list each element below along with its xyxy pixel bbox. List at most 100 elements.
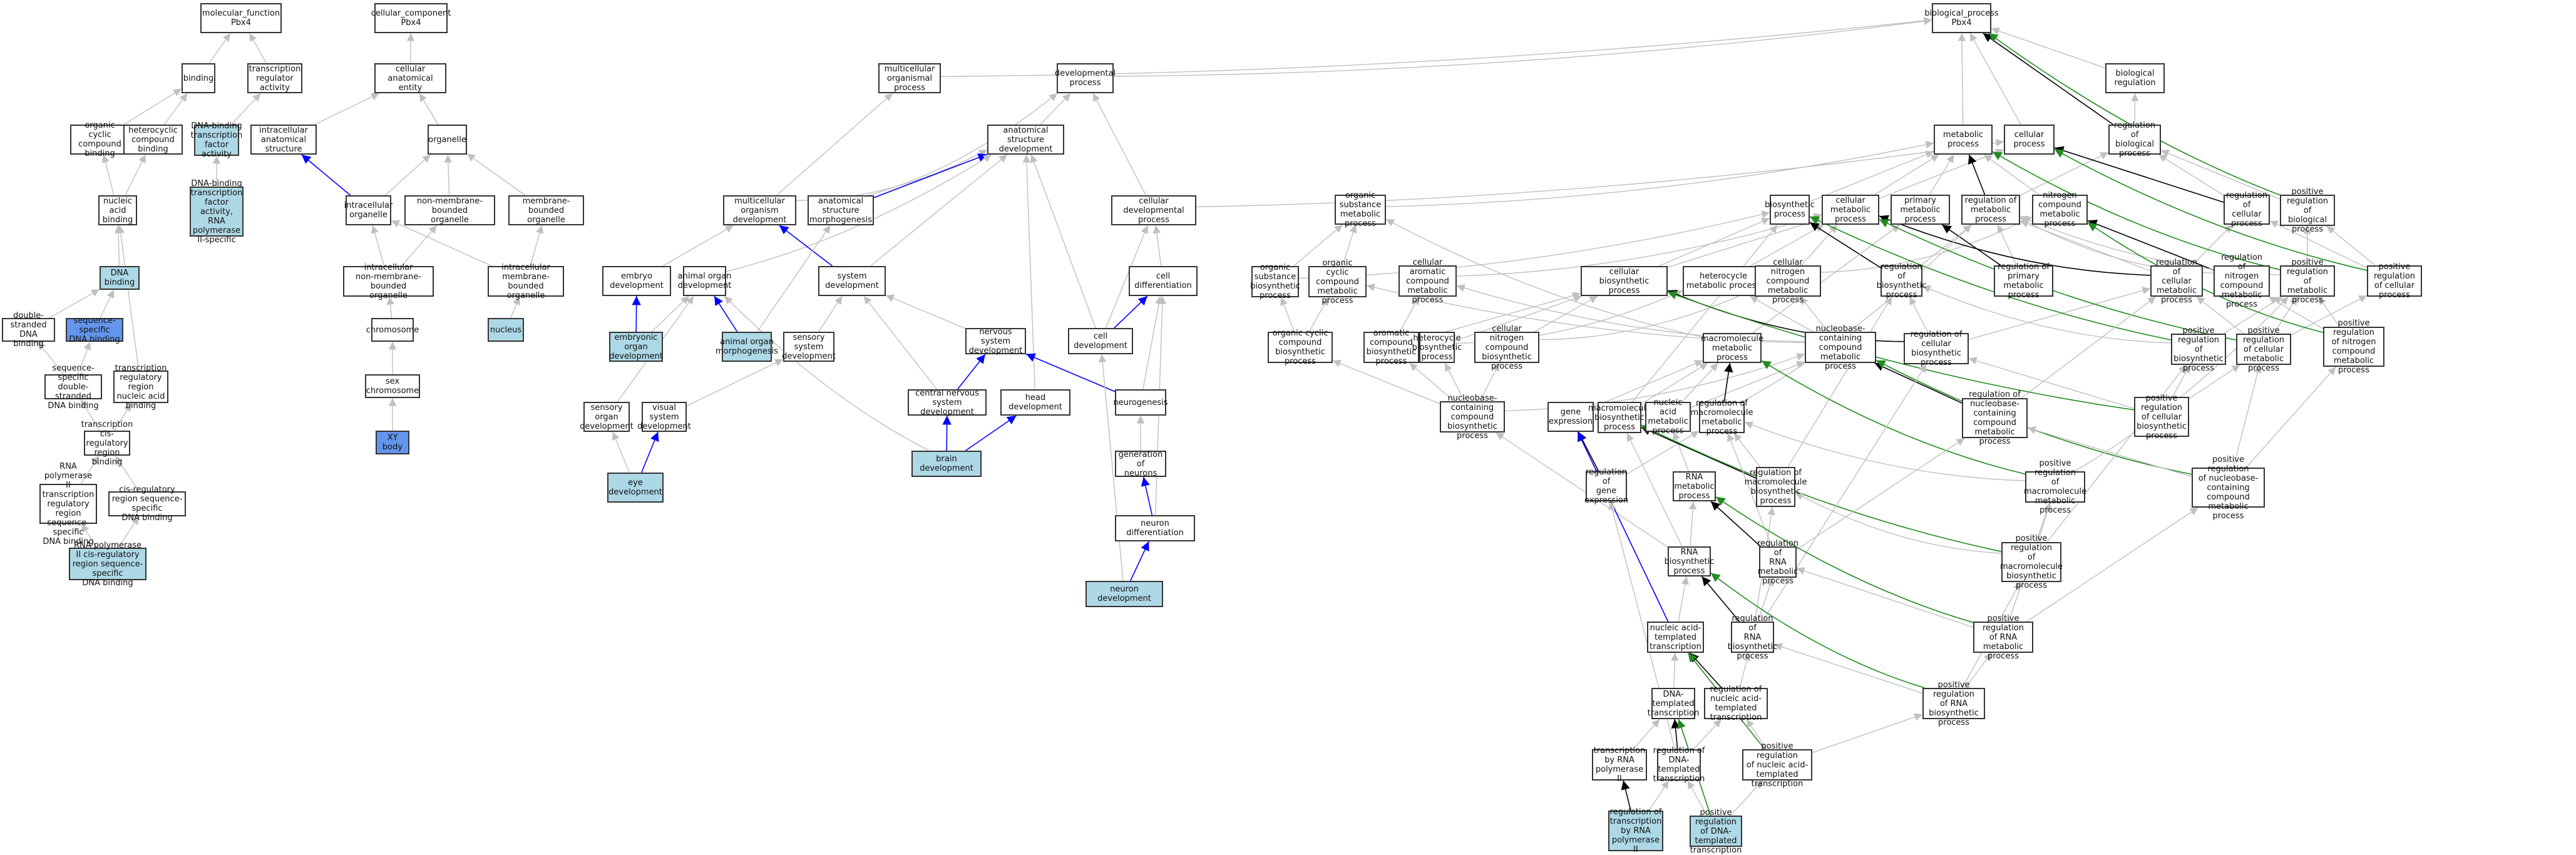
go-term-node-sexchr[interactable]: sex chromosome — [365, 374, 420, 398]
go-term-node-mbsp[interactable]: macromolecule biosynthetic process — [1598, 402, 1641, 433]
go-term-node-hmp[interactable]: heterocycle metabolic process — [1683, 266, 1764, 296]
go-term-node-neurogenesis[interactable]: neurogenesis — [1115, 389, 1166, 416]
go-term-node-tra[interactable]: transcription regulator activity — [247, 63, 302, 93]
go-term-node-hcb[interactable]: heterocyclic compound binding — [123, 125, 183, 155]
go-term-node-cncmp[interactable]: cellular nitrogen compound metabolic pro… — [1755, 265, 1821, 297]
go-term-node-chromosome[interactable]: chromosome — [371, 318, 414, 342]
go-term-node-prcbp[interactable]: positive regulation of cellular biosynth… — [2134, 397, 2189, 437]
go-term-node-rrnabp[interactable]: regulation of RNA biosynthetic process — [1731, 622, 1774, 653]
go-term-node-nmbo[interactable]: non-membrane-bounded organelle — [404, 195, 495, 225]
go-term-node-rcp[interactable]: regulation of cellular process — [2224, 195, 2270, 225]
go-term-node-prrnamp[interactable]: positive regulation of RNA metabolic pro… — [1973, 622, 2033, 653]
go-term-node-rnabp[interactable]: RNA biosynthetic process — [1668, 546, 1711, 576]
go-term-node-prmmp[interactable]: positive regulation of macromolecule met… — [2025, 471, 2085, 503]
go-term-node-osmp[interactable]: organic substance metabolic process — [1335, 195, 1386, 225]
go-term-node-eod[interactable]: embryonic organ development — [609, 332, 663, 362]
go-term-node-ssdsdb[interactable]: sequence-specific double-stranded DNA bi… — [44, 374, 102, 399]
go-term-node-rbsp[interactable]: regulation of biosynthetic process — [1881, 265, 1922, 297]
go-term-node-binding[interactable]: binding — [182, 63, 215, 93]
go-term-node-bioreg[interactable]: biological regulation — [2105, 63, 2165, 93]
go-term-node-cacmp[interactable]: cellular aromatic compound metabolic pro… — [1398, 265, 1457, 297]
go-term-node-embdev[interactable]: embryo development — [602, 266, 671, 296]
go-term-node-headdev[interactable]: head development — [1000, 389, 1070, 416]
go-term-node-inmbo[interactable]: intracellular non-membrane-bounded organ… — [343, 266, 434, 297]
go-term-node-mmp[interactable]: macromolecule metabolic process — [1703, 333, 1762, 363]
go-term-node-prrnabp[interactable]: positive regulation of RNA biosynthetic … — [1922, 688, 1985, 719]
go-term-node-asd[interactable]: anatomical structure development — [987, 125, 1064, 155]
go-term-node-ssd[interactable]: sensory system development — [783, 332, 834, 362]
go-term-node-osbp[interactable]: organic substance biosynthetic process — [1251, 266, 1299, 297]
go-term-node-bp[interactable]: biological_process Pbx4 — [1932, 3, 1991, 33]
go-term-node-ias[interactable]: intracellular anatomical structure — [250, 125, 317, 155]
go-term-node-biosp[interactable]: biosynthetic process — [1770, 195, 1810, 225]
go-term-node-devp[interactable]: developmental process — [1057, 63, 1114, 93]
go-term-node-mop[interactable]: multicellular organismal process — [878, 63, 941, 93]
go-term-node-mbo[interactable]: membrane-bounded organelle — [508, 195, 584, 225]
go-term-node-cnsd[interactable]: central nervous system development — [908, 389, 987, 416]
go-term-node-prncmp[interactable]: positive regulation of nitrogen compound… — [2323, 327, 2384, 367]
go-term-node-occb[interactable]: organic cyclic compound binding — [70, 125, 130, 155]
go-term-node-cncbp[interactable]: cellular nitrogen compound biosynthetic … — [1474, 332, 1539, 363]
go-term-node-occbp[interactable]: organic cyclic compound biosynthetic pro… — [1268, 332, 1333, 363]
go-term-node-prbsp[interactable]: positive regulation of biosynthetic proc… — [2171, 334, 2226, 365]
go-term-node-vsd[interactable]: visual system development — [642, 402, 687, 432]
go-term-node-rdtt[interactable]: regulation of DNA-templated transcriptio… — [1657, 749, 1701, 781]
go-term-node-occmp[interactable]: organic cyclic compound metabolic proces… — [1308, 266, 1367, 297]
go-term-node-cae[interactable]: cellular anatomical entity — [374, 63, 446, 93]
go-term-node-neurdiff[interactable]: neuron differentiation — [1115, 515, 1195, 541]
go-term-node-io[interactable]: intracellular organelle — [346, 195, 391, 225]
go-term-node-prnatt[interactable]: positive regulation of nucleic acid-temp… — [1742, 749, 1812, 781]
go-term-node-ncmp[interactable]: nitrogen compound metabolic process — [2032, 195, 2088, 225]
go-term-node-dbtfa[interactable]: DNA-binding transcription factor activit… — [194, 125, 239, 156]
go-term-node-xy[interactable]: XY body — [376, 431, 409, 454]
go-term-node-rmp[interactable]: regulation of metabolic process — [1961, 195, 2020, 225]
go-term-node-aod[interactable]: animal organ development — [683, 266, 726, 296]
go-term-node-metp[interactable]: metabolic process — [1934, 125, 1993, 155]
go-term-node-dsdb[interactable]: double-stranded DNA binding — [2, 318, 55, 342]
go-term-node-nucleus[interactable]: nucleus — [488, 318, 524, 342]
go-term-node-imbo[interactable]: intracellular membrane-bounded organelle — [488, 266, 564, 297]
go-term-node-rp2crr[interactable]: RNA polymerase II cis-regulatory region … — [69, 548, 146, 580]
go-term-node-prdtt[interactable]: positive regulation of DNA-templated tra… — [1690, 816, 1742, 847]
go-term-node-crrss[interactable]: cis-regulatory region sequence-specific … — [108, 491, 186, 516]
go-term-node-nsd[interactable]: nervous system development — [965, 328, 1026, 354]
go-term-node-rcbp[interactable]: regulation of cellular biosynthetic proc… — [1904, 333, 1969, 364]
go-term-node-hbp[interactable]: heterocycle biosynthetic process — [1419, 332, 1455, 363]
go-term-node-organelle[interactable]: organelle — [428, 125, 467, 155]
go-term-node-braindev[interactable]: brain development — [911, 451, 982, 477]
go-term-node-asm[interactable]: anatomical structure morphogenesis — [808, 195, 874, 225]
go-term-node-trp2[interactable]: transcription by RNA polymerase II — [1592, 749, 1647, 781]
go-term-node-rbp[interactable]: regulation of biological process — [2108, 125, 2161, 155]
go-term-node-eyedev[interactable]: eye development — [607, 473, 664, 503]
go-term-node-cbp[interactable]: cellular biosynthetic process — [1581, 266, 1668, 296]
go-term-node-rrnamp[interactable]: regulation of RNA metabolic process — [1759, 546, 1797, 578]
go-term-node-cellp[interactable]: cellular process — [2004, 125, 2055, 155]
go-term-node-celldev[interactable]: cell development — [1068, 328, 1133, 354]
go-term-node-prnccmp[interactable]: positive regulation of nucleobase-contai… — [2192, 468, 2265, 508]
go-term-node-rtrp2[interactable]: regulation of transcription by RNA polym… — [1608, 811, 1663, 851]
go-term-node-nab[interactable]: nucleic acid binding — [98, 195, 137, 225]
go-term-node-neurdev[interactable]: neuron development — [1085, 581, 1163, 607]
go-term-node-dtt[interactable]: DNA-templated transcription — [1651, 688, 1695, 719]
go-term-node-ssdb[interactable]: sequence-specific DNA binding — [66, 318, 123, 342]
go-term-node-prmp[interactable]: positive regulation of metabolic process — [2280, 265, 2335, 297]
go-term-node-rmmp[interactable]: regulation of macromolecule metabolic pr… — [1699, 402, 1745, 433]
go-term-node-cmp[interactable]: cellular metabolic process — [1822, 195, 1879, 225]
go-term-node-rpmp[interactable]: regulation of primary metabolic process — [1994, 265, 2053, 297]
go-term-node-rnatt[interactable]: regulation of nucleic acid-templated tra… — [1704, 688, 1768, 719]
go-term-node-aom[interactable]: animal organ morphogenesis — [722, 332, 772, 362]
go-term-node-rp2trr[interactable]: RNA polymerase II transcription regulato… — [39, 484, 97, 524]
go-term-node-tcrrb[interactable]: transcription cis-regulatory region bind… — [84, 431, 130, 456]
go-term-node-natt[interactable]: nucleic acid-templated transcription — [1647, 622, 1704, 653]
go-term-node-mf[interactable]: molecular_function Pbx4 — [200, 3, 282, 33]
go-term-node-genneur[interactable]: generation of neurons — [1115, 451, 1166, 477]
go-term-node-prbp[interactable]: positive regulation of biological proces… — [2280, 195, 2335, 226]
go-term-node-nccmp[interactable]: nucleobase-containing compound metabolic… — [1805, 332, 1876, 363]
go-term-node-cc[interactable]: cellular_component Pbx4 — [374, 3, 448, 33]
go-term-node-cdp[interactable]: cellular developmental process — [1111, 195, 1196, 225]
go-term-node-prcmp[interactable]: positive regulation of cellular metaboli… — [2236, 334, 2291, 365]
go-term-node-rcmp[interactable]: regulation of cellular metabolic process — [2150, 265, 2203, 297]
go-term-node-dbtfa2[interactable]: DNA-binding transcription factor activit… — [190, 187, 244, 237]
go-term-node-trrnab[interactable]: transcription regulatory region nucleic … — [113, 371, 168, 403]
go-term-node-mod[interactable]: multicellular organism development — [723, 195, 796, 225]
